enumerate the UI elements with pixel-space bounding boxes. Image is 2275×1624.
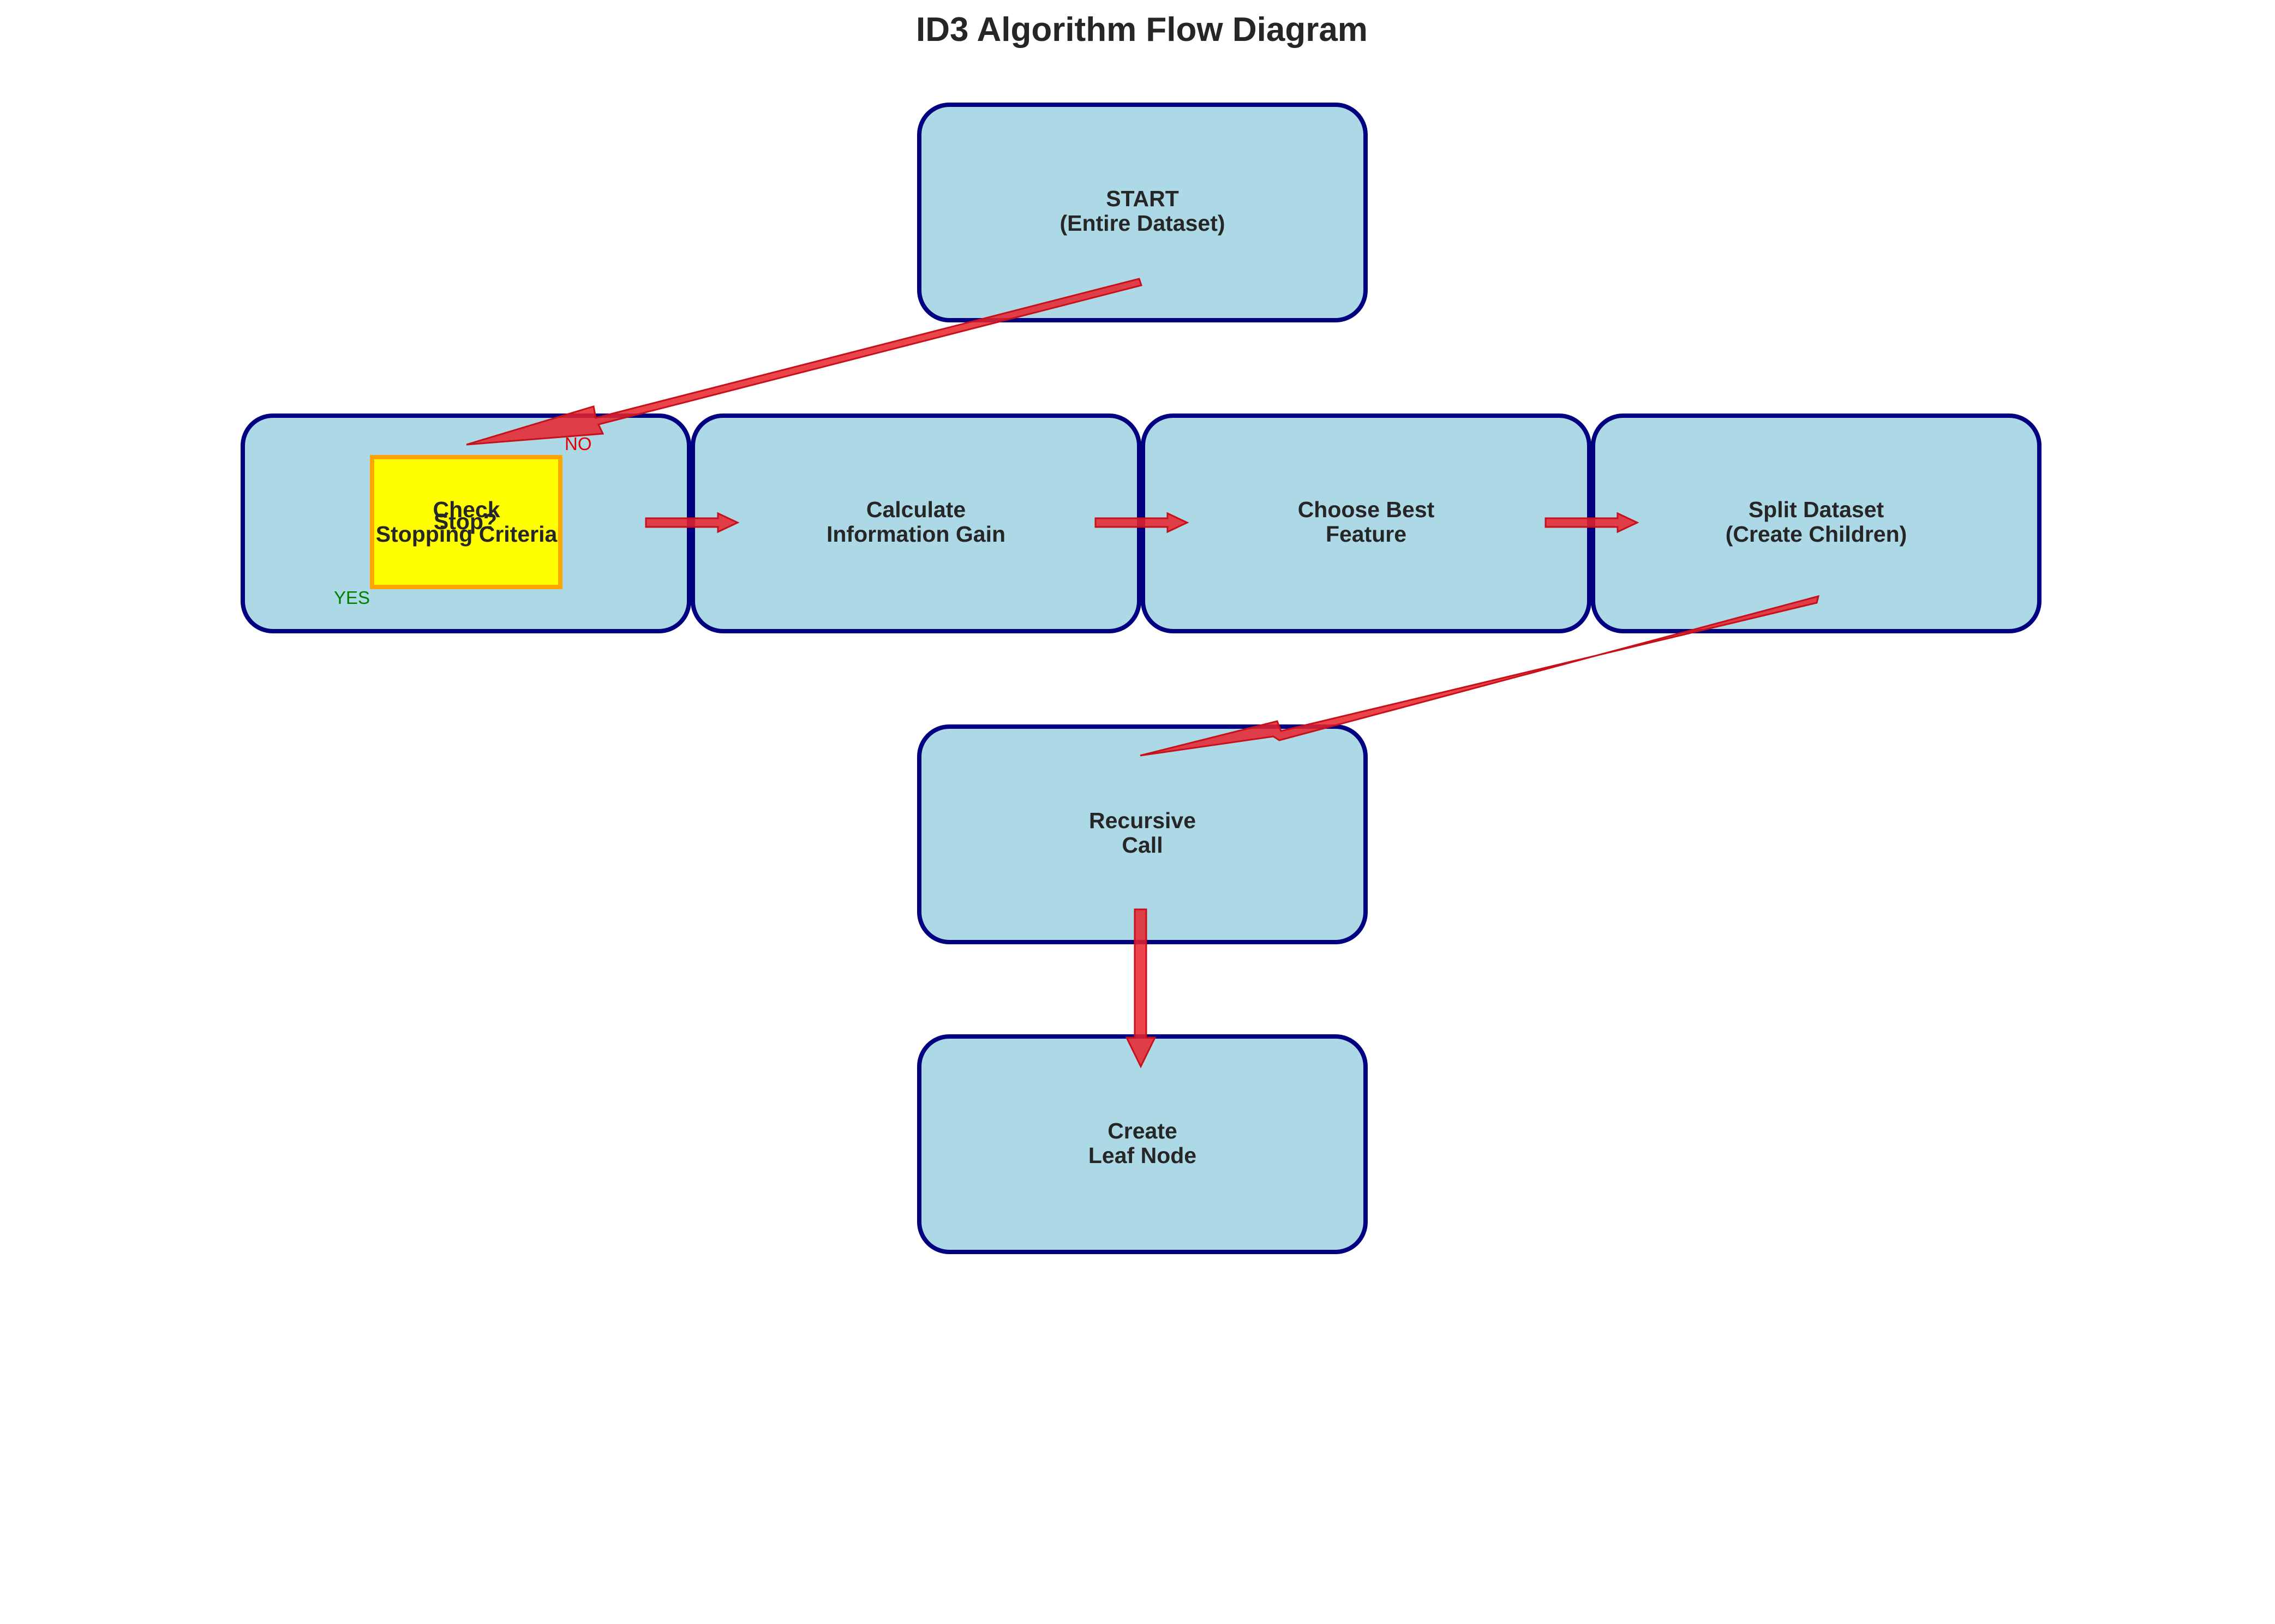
arrow-recursive-to-leaf xyxy=(1125,908,1157,1069)
node-recursive-line1: Recursive xyxy=(1089,808,1196,833)
node-calc-line1: Calculate xyxy=(866,497,966,522)
arrows xyxy=(466,278,1820,1069)
node-leaf-line2: Leaf Node xyxy=(1088,1143,1196,1168)
node-split-line1: Split Dataset xyxy=(1749,497,1884,522)
node-choose-best-feature: Choose Best Feature xyxy=(1141,414,1591,633)
node-check-line1: Check xyxy=(433,497,500,522)
node-start: START (Entire Dataset) xyxy=(917,103,1368,322)
node-start-box xyxy=(917,103,1368,322)
node-create-leaf-node: Create Leaf Node xyxy=(917,1034,1368,1254)
node-start-line1: START xyxy=(1106,186,1179,211)
node-recursive-call: Recursive Call xyxy=(917,724,1368,944)
arrow-start-to-check xyxy=(466,278,1142,446)
arrow-calc-to-choose xyxy=(1094,512,1189,534)
diagram-title: ID3 Algorithm Flow Diagram xyxy=(916,11,1368,49)
node-split-line2: (Create Children) xyxy=(1726,522,1907,547)
decision-stop: Stop? xyxy=(370,455,562,589)
decision-stop-label: Stop? xyxy=(434,509,497,534)
node-calculate-information-gain: Calculate Information Gain xyxy=(691,414,1141,633)
node-choose-line1: Choose Best xyxy=(1298,497,1435,522)
arrow-check-to-calc xyxy=(645,512,740,534)
node-choose-line2: Feature xyxy=(1326,522,1406,547)
arrow-choose-to-split xyxy=(1544,512,1639,534)
decision-stop-box xyxy=(370,455,562,589)
edge-label-yes: YES xyxy=(334,588,370,608)
node-leaf-line1: Create xyxy=(1107,1118,1177,1143)
node-recursive-line2: Call xyxy=(1122,832,1163,858)
node-check-line2: Stopping Criteria xyxy=(376,522,558,547)
node-start-line2: (Entire Dataset) xyxy=(1059,211,1225,236)
edge-label-no: NO xyxy=(565,434,592,454)
arrow-split-to-recursive xyxy=(1140,595,1820,757)
node-calc-line2: Information Gain xyxy=(827,522,1005,547)
